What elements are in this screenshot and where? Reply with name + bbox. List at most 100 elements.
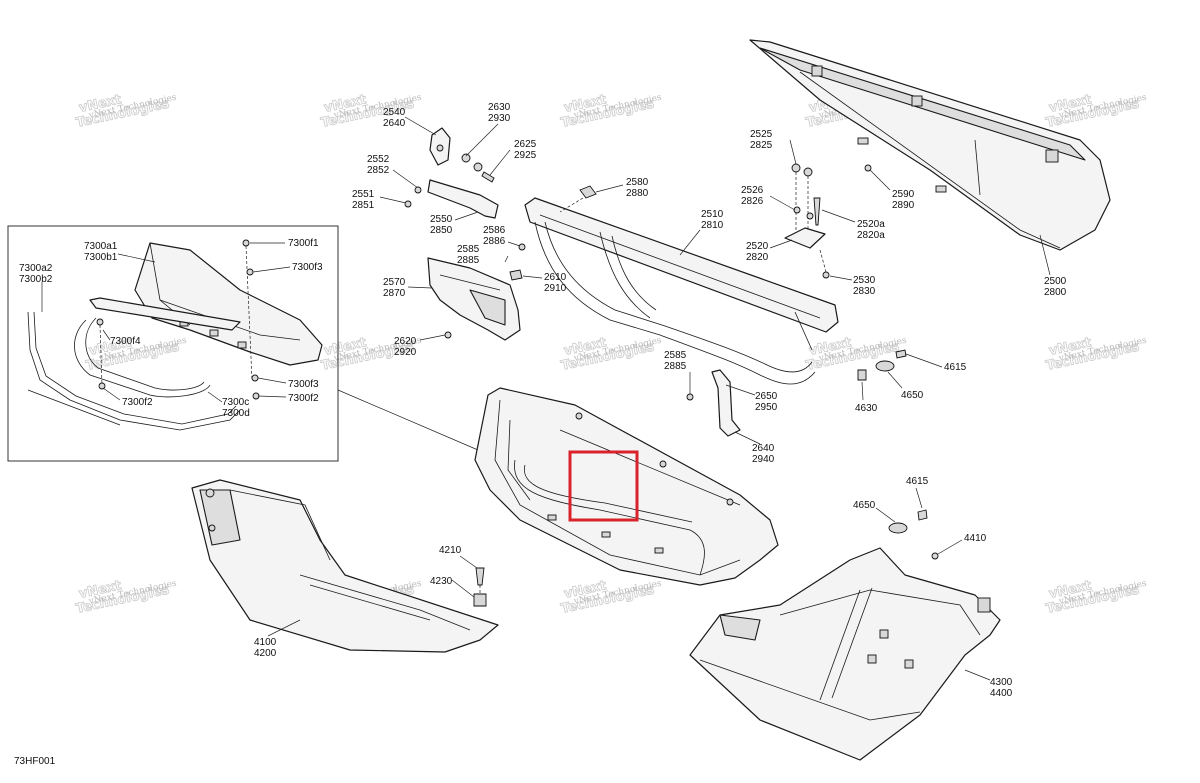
callout-4630: 4630 bbox=[855, 403, 878, 414]
callout-4650-upper: 4650 bbox=[901, 390, 924, 401]
part-2520-bracket[interactable] bbox=[769, 139, 891, 281]
bolt-icon bbox=[726, 498, 734, 506]
part-2500-side-guard[interactable] bbox=[749, 39, 1111, 276]
part-4100-skid-plate[interactable] bbox=[191, 479, 499, 653]
callout-4210: 4210 bbox=[439, 545, 462, 556]
washer-icon bbox=[518, 243, 526, 251]
nut-icon bbox=[251, 374, 259, 382]
bolt-icon bbox=[803, 167, 813, 177]
screw-icon bbox=[404, 200, 412, 208]
washer-icon bbox=[793, 206, 801, 214]
washer-icon bbox=[864, 164, 872, 172]
inset-connector-line bbox=[337, 389, 479, 451]
nut-icon bbox=[822, 271, 830, 279]
part-4615-fastener-set-top[interactable] bbox=[857, 349, 943, 401]
callout-7300f3-bottom: 7300f3 bbox=[288, 379, 319, 390]
inset-frame bbox=[7, 225, 339, 462]
nut-icon bbox=[931, 552, 939, 560]
bolt-icon bbox=[917, 509, 928, 521]
part-center-lower-guard[interactable] bbox=[474, 387, 779, 586]
clip-icon bbox=[509, 269, 523, 281]
washer-icon bbox=[875, 360, 895, 372]
part-2540-hinge-bracket[interactable] bbox=[404, 116, 511, 183]
callout-7300f3-top: 7300f3 bbox=[292, 262, 323, 273]
washer-icon bbox=[246, 268, 254, 276]
detail-inset bbox=[7, 225, 479, 462]
callout-4230: 4230 bbox=[430, 576, 453, 587]
bolt-icon bbox=[791, 163, 801, 173]
part-2510-frame-rail[interactable] bbox=[524, 197, 839, 385]
part-2650-support-rod[interactable] bbox=[686, 369, 761, 445]
screw-icon bbox=[444, 331, 452, 339]
part-4615-fastener-set-bottom[interactable] bbox=[875, 487, 963, 560]
part-4300-skid-plate[interactable] bbox=[689, 547, 1001, 761]
washer-icon bbox=[806, 212, 814, 220]
part-2580-clip[interactable] bbox=[559, 184, 624, 213]
bolt-icon bbox=[242, 239, 250, 247]
inset-fasteners bbox=[96, 239, 260, 400]
callout-4650-lower: 4650 bbox=[853, 500, 876, 511]
screw-icon bbox=[475, 567, 485, 586]
callout-4615-upper: 4615 bbox=[944, 362, 967, 373]
bolt-icon bbox=[659, 460, 667, 468]
bolt-icon bbox=[96, 318, 104, 326]
figure-code: 73HF001 bbox=[14, 756, 56, 767]
callout-4615-lower: 4615 bbox=[906, 476, 929, 487]
screw-icon bbox=[686, 393, 694, 401]
inset-rail-frame[interactable] bbox=[27, 297, 241, 431]
clip-icon bbox=[857, 369, 867, 381]
clip-nut-icon bbox=[473, 593, 487, 607]
callout-4410: 4410 bbox=[964, 533, 987, 544]
nut-icon bbox=[98, 382, 106, 390]
bolt-icon bbox=[895, 349, 907, 359]
washer-icon bbox=[461, 153, 471, 163]
bolt-icon bbox=[481, 171, 495, 183]
pin-icon bbox=[813, 197, 821, 226]
bolt-icon bbox=[575, 412, 583, 420]
part-4210-fasteners[interactable] bbox=[451, 555, 487, 607]
part-2570-side-panel[interactable] bbox=[407, 241, 543, 341]
washer-icon bbox=[888, 522, 908, 534]
callout-7300f2-left: 7300f2 bbox=[122, 397, 153, 408]
callout-7300f1: 7300f1 bbox=[288, 238, 319, 249]
part-2550-strap[interactable] bbox=[379, 169, 499, 221]
callout-7300f2-right: 7300f2 bbox=[288, 393, 319, 404]
callout-7300f4: 7300f4 bbox=[110, 336, 141, 347]
